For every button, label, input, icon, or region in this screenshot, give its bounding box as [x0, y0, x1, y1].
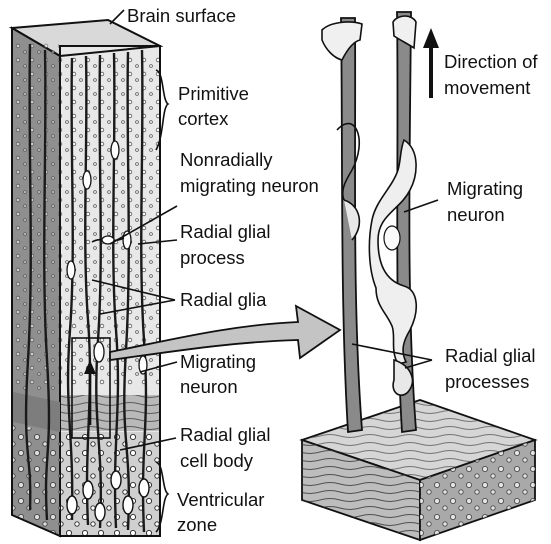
label-radial-glia: Radial glia: [180, 289, 267, 310]
label-radial-glial-cell-body: Radial glial cell body: [180, 424, 276, 471]
label-radial-glial-process: Radial glial process: [180, 221, 276, 268]
tissue-block: [302, 400, 535, 540]
label-migrating-neuron-left: Migrating neuron: [180, 351, 261, 397]
label-primitive-cortex: Primitive cortex: [178, 83, 254, 129]
label-nonradial-neuron: Nonradially migrating neuron: [180, 149, 319, 196]
label-radial-glial-processes: Radial glial processes: [445, 345, 541, 392]
label-migrating-neuron-right: Migrating neuron: [447, 178, 528, 225]
direction-arrow: [423, 28, 439, 98]
label-ventricular-zone: Ventricular zone: [177, 489, 270, 535]
label-brain-surface: Brain surface: [127, 5, 236, 26]
label-direction-of-movement: Direction of movement: [444, 51, 543, 98]
cortex-column: [12, 20, 160, 536]
